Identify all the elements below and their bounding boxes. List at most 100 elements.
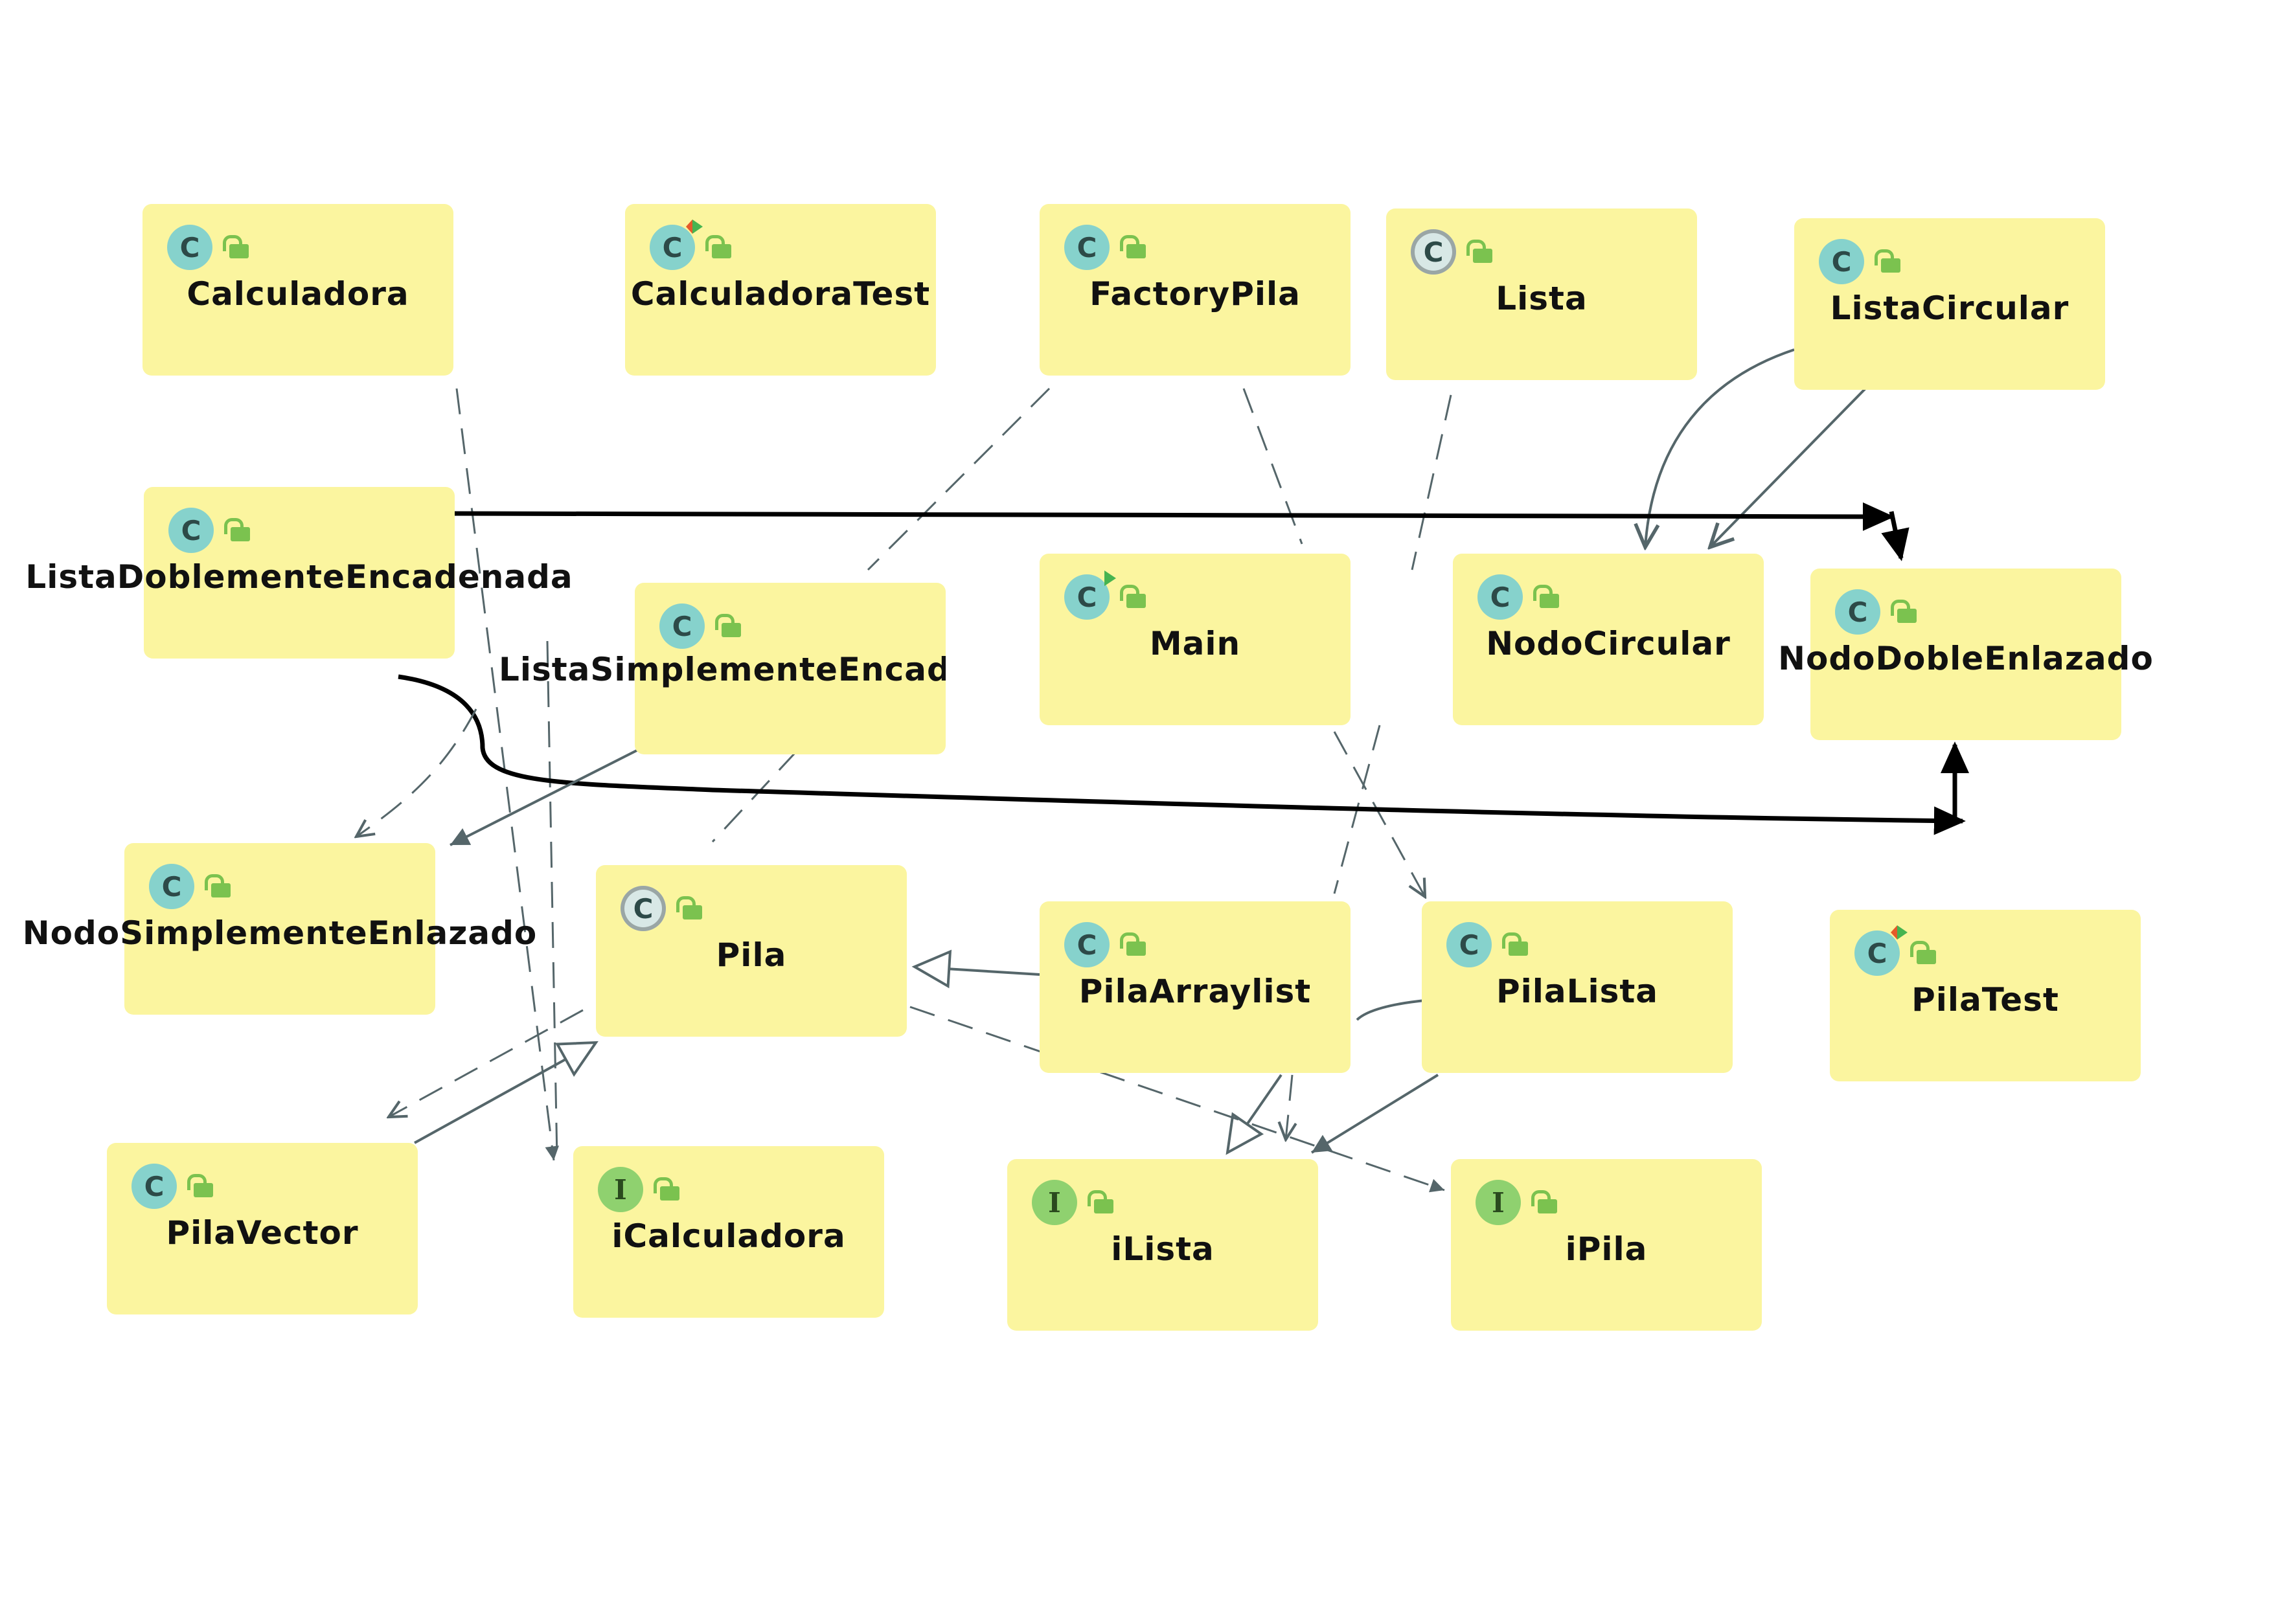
class-box-pilaarraylist[interactable]: C PilaArraylist — [1040, 901, 1351, 1073]
class-icon: C — [149, 864, 194, 909]
kind-letter: C — [1077, 929, 1097, 961]
edge-pilavector-pila — [414, 1041, 598, 1144]
class-name-label: PilaLista — [1496, 973, 1659, 1010]
public-lock-icon — [1891, 600, 1917, 623]
edge-factorypila-pilalista — [1242, 388, 1425, 897]
edge-calculadoratest-icalculadora — [546, 640, 558, 1160]
interface-icon: I — [598, 1167, 643, 1212]
edge-listadoble-nododoble-drop — [1881, 511, 1910, 561]
kind-letter: C — [1077, 581, 1097, 613]
edge-pilaarraylist-pila — [911, 949, 1040, 989]
run-icon — [1104, 570, 1116, 586]
class-icon: C — [659, 603, 705, 649]
interface-icon: I — [1032, 1180, 1077, 1225]
abstract-class-icon: C — [1411, 229, 1456, 275]
test-class-icon: C — [650, 220, 703, 270]
edge-listadoble-nododoble-bottom — [398, 674, 1966, 835]
edge-pila-ipila — [909, 1006, 1445, 1193]
kind-letter: C — [633, 892, 654, 925]
class-box-listadoble[interactable]: C ListaDoblementeEncadenada — [25, 487, 573, 659]
kind-letter: I — [1492, 1186, 1505, 1219]
class-name-label: NodoDobleEnlazado — [1778, 640, 2154, 677]
test-run-icon — [1891, 925, 1908, 940]
public-lock-icon — [1875, 249, 1900, 273]
kind-letter: C — [672, 610, 692, 642]
edge-listacircular-nodocircular-a — [1645, 348, 1795, 547]
class-name-label: Calculadora — [187, 275, 409, 313]
class-name-label: CalculadoraTest — [630, 275, 931, 313]
kind-letter: C — [1077, 231, 1097, 264]
public-lock-icon — [224, 518, 250, 541]
kind-letter: C — [1490, 581, 1510, 613]
kind-letter: C — [1459, 929, 1479, 961]
edge-listadoble-nododoble-top — [450, 502, 1895, 531]
edge-listasimple-nodosimple — [450, 749, 639, 846]
class-box-main[interactable]: C Main — [1040, 554, 1351, 725]
class-name-label: Main — [1149, 625, 1241, 662]
test-run-icon — [686, 220, 703, 234]
class-box-pila[interactable]: C Pila — [596, 865, 907, 1037]
class-box-listasimple[interactable]: C ListaSimplementeEncadenada — [499, 583, 946, 754]
public-lock-icon — [1120, 932, 1146, 956]
class-box-calculadora[interactable]: C Calculadora — [142, 204, 453, 376]
class-icon: C — [1819, 239, 1864, 284]
public-lock-icon — [654, 1177, 679, 1201]
class-icon: C — [1446, 922, 1492, 967]
edge-pilalista-ilista-b — [1310, 1074, 1439, 1154]
public-lock-icon — [705, 235, 731, 258]
public-lock-icon — [187, 1174, 213, 1197]
public-lock-icon — [223, 235, 249, 258]
public-lock-icon — [1910, 941, 1936, 964]
class-name-label: ListaSimplementeEncadenada — [499, 651, 946, 688]
class-name-label: Pila — [716, 936, 787, 974]
abstract-class-icon: C — [621, 886, 666, 931]
edge-pilalista-ilista-a — [1356, 999, 1426, 1021]
class-name-label: PilaArraylist — [1078, 973, 1312, 1010]
interface-icon: I — [1476, 1180, 1521, 1225]
public-lock-icon — [1120, 235, 1146, 258]
class-name-label: FactoryPila — [1089, 275, 1301, 313]
class-box-pilalista[interactable]: C PilaLista — [1422, 901, 1733, 1073]
class-name-label: ListaCircular — [1830, 289, 2069, 327]
kind-letter: I — [1048, 1186, 1061, 1219]
class-name-label: iLista — [1111, 1230, 1214, 1268]
public-lock-icon — [205, 874, 231, 897]
class-icon: C — [1835, 589, 1880, 635]
class-icon: C — [1064, 225, 1110, 270]
class-icon: C — [1064, 922, 1110, 967]
kind-letter: C — [179, 231, 200, 264]
class-box-listacircular[interactable]: C ListaCircular — [1794, 218, 2105, 390]
edge-calculadora-icalculadora — [455, 388, 560, 1161]
class-name-label: iCalculadora — [611, 1217, 846, 1255]
public-lock-icon — [1466, 240, 1492, 263]
class-name-label: PilaVector — [166, 1214, 359, 1252]
class-icon: C — [168, 508, 214, 553]
edge-listacircular-nodocircular-b — [1710, 387, 1867, 547]
class-box-factorypila[interactable]: C FactoryPila — [1040, 204, 1351, 376]
kind-letter: C — [662, 231, 683, 264]
edge-listadoble-nodosimple — [356, 708, 477, 837]
runnable-class-icon: C — [1064, 570, 1116, 620]
public-lock-icon — [1120, 585, 1146, 608]
class-name-label: iPila — [1565, 1230, 1648, 1268]
public-lock-icon — [715, 614, 741, 637]
kind-letter: C — [1867, 937, 1887, 969]
class-box-lista[interactable]: C Lista — [1386, 209, 1697, 380]
class-box-calculadoratest[interactable]: C CalculadoraTest — [625, 204, 936, 376]
kind-letter: C — [161, 870, 182, 903]
public-lock-icon — [1533, 585, 1559, 608]
class-box-nododoble[interactable]: C NodoDobleEnlazado — [1778, 569, 2153, 740]
class-name-label: ListaDoblementeEncadenada — [25, 558, 573, 596]
class-name-label: Lista — [1496, 280, 1588, 317]
kind-letter: C — [144, 1170, 165, 1202]
public-lock-icon — [676, 896, 702, 919]
